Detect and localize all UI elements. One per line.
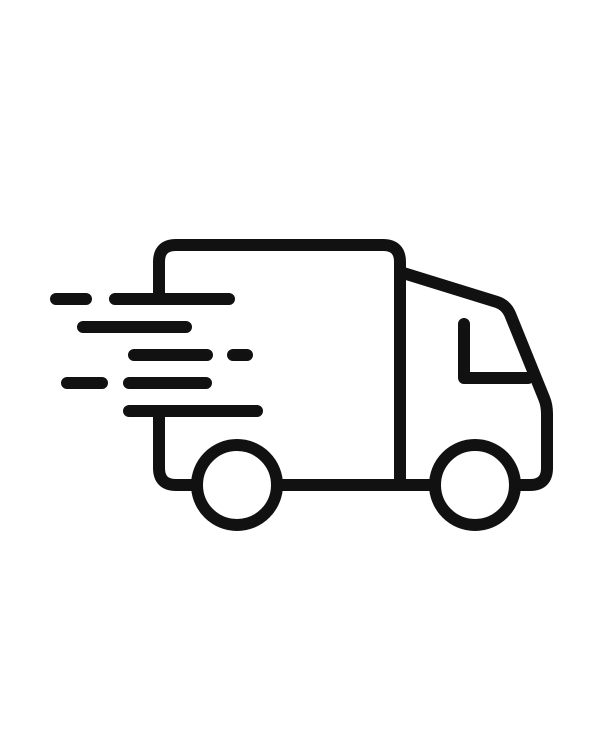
front-wheel (429, 439, 521, 531)
rear-wheel (191, 439, 283, 531)
cab-window (458, 318, 534, 384)
cab (394, 266, 553, 491)
cargo-box (153, 239, 406, 491)
speed-lines (50, 293, 263, 417)
